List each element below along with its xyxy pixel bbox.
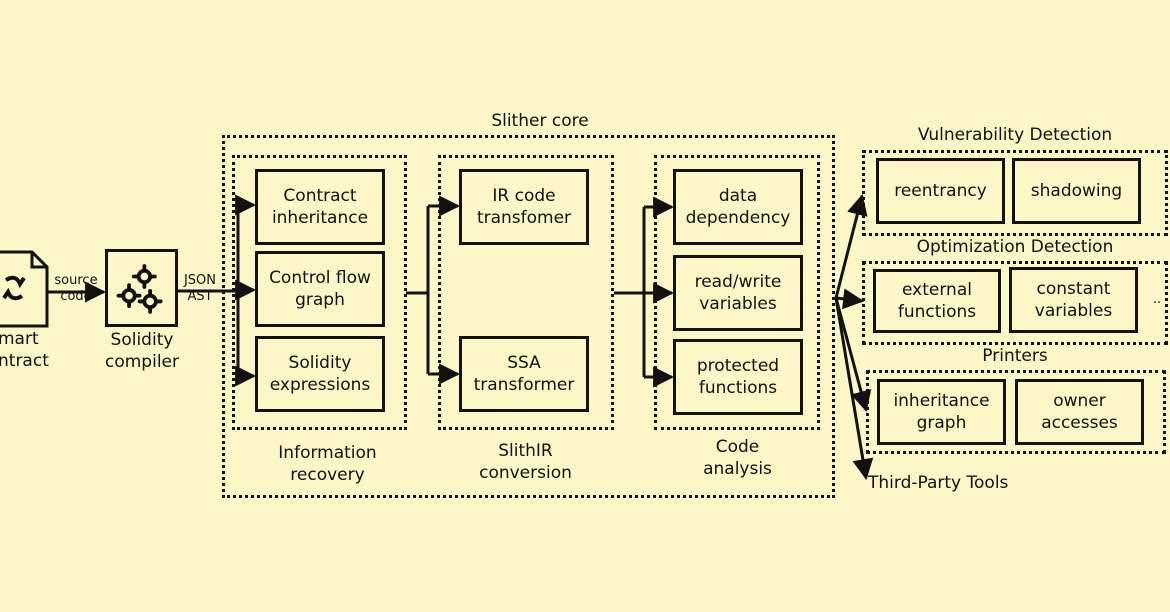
control-flow-graph-box: Control flow graph xyxy=(255,251,385,327)
optimization-more-ellipsis: .. xyxy=(1152,292,1162,307)
ssa-transformer-box: SSA transformer xyxy=(459,336,589,412)
constant-variables-box: constant variables xyxy=(1009,267,1138,333)
solidity-compiler-label: Solidity compiler xyxy=(105,330,179,372)
ir-code-transformer-box: IR code transfomer xyxy=(459,169,589,245)
smart-contract-document-icon xyxy=(0,250,49,328)
information-recovery-caption: Information recovery xyxy=(278,443,377,485)
owner-accesses-box: owner accesses xyxy=(1015,379,1144,445)
slithir-conversion-group xyxy=(438,155,614,430)
printers-group xyxy=(866,370,1166,454)
data-dependency-box: data dependency xyxy=(673,169,803,245)
information-recovery-group xyxy=(232,155,407,430)
solidity-expressions-box: Solidity expressions xyxy=(255,336,385,412)
printers-title: Printers xyxy=(982,346,1048,366)
vulnerability-detection-title: Vulnerability Detection xyxy=(917,125,1113,145)
contract-inheritance-box: Contract inheritance xyxy=(255,169,385,245)
code-analysis-group xyxy=(654,155,820,430)
source-code-edge-label: source code xyxy=(54,273,98,304)
optimization-detection-title: Optimization Detection xyxy=(916,237,1114,257)
code-analysis-caption: Code analysis xyxy=(703,437,772,479)
read-write-variables-box: read/write variables xyxy=(673,255,803,331)
inheritance-graph-box: inheritance graph xyxy=(877,379,1006,445)
vulnerability-detection-group xyxy=(862,150,1168,236)
reentrancy-box: reentrancy xyxy=(876,158,1005,224)
arrow-to-third-party xyxy=(834,297,874,481)
external-functions-box: external functions xyxy=(873,269,1001,333)
gears-icon xyxy=(116,264,163,314)
solidity-compiler-box xyxy=(105,249,178,327)
third-party-tools-label: Third-Party Tools xyxy=(868,473,1009,493)
protected-functions-box: protected functions xyxy=(673,339,803,415)
shadowing-box: shadowing xyxy=(1012,158,1141,224)
arrow-to-optimization xyxy=(835,288,865,310)
json-ast-edge-label: JSON AST xyxy=(183,273,217,304)
slither-core-container xyxy=(222,135,835,498)
smart-contract-label: mart ntract xyxy=(0,329,49,371)
arrow-to-printers xyxy=(834,297,872,413)
optimization-detection-group xyxy=(862,261,1168,345)
slither-core-title: Slither core xyxy=(491,111,589,131)
arrow-to-vulnerability xyxy=(834,193,868,299)
slithir-conversion-caption: SlithIR conversion xyxy=(479,441,572,483)
